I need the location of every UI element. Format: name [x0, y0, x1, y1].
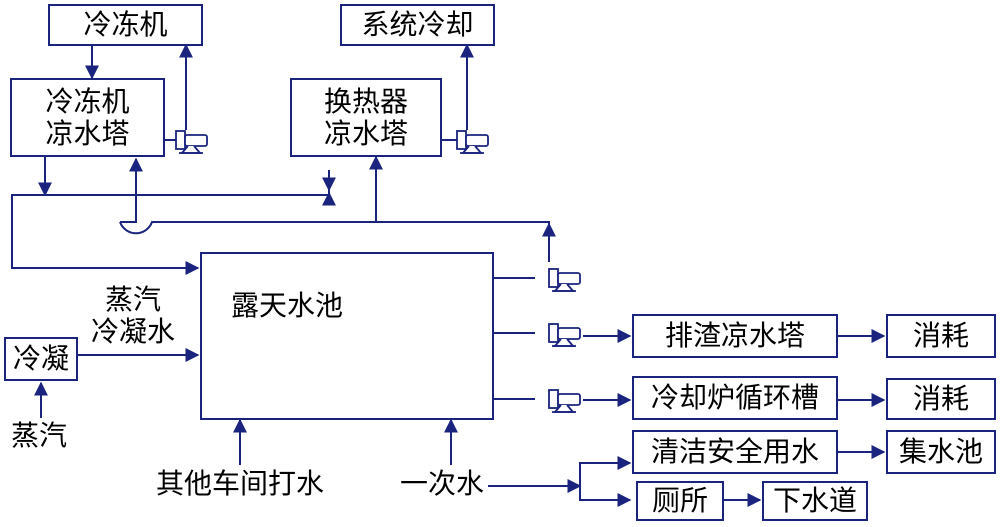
- box-clean-water: 清洁安全用水: [632, 430, 838, 474]
- box-condense: 冷凝: [4, 337, 78, 381]
- box-toilet: 厕所: [636, 481, 724, 521]
- box-sewer: 下水道: [762, 481, 868, 521]
- flow-return-to-pool: [11, 194, 329, 275]
- box-consume-2: 消耗: [886, 378, 996, 420]
- box-system-cooling: 系统冷却: [340, 4, 495, 46]
- box-hx-tower: 换热器 凉水塔: [290, 78, 442, 157]
- label-steam-condensate: 蒸汽 冷凝水: [90, 283, 175, 348]
- flow-supply-to-chiller-tower: [120, 157, 143, 223]
- box-consume-1: 消耗: [886, 314, 996, 358]
- label-primary-water: 一次水: [399, 467, 484, 500]
- box-chiller-tower: 冷冻机 凉水塔: [10, 78, 165, 157]
- box-chiller: 冷冻机: [48, 4, 203, 46]
- box-slag-tower: 排渣凉水塔: [632, 314, 838, 358]
- box-furnace-tank: 冷却炉循环槽: [632, 376, 838, 420]
- label-steam: 蒸汽: [10, 419, 67, 452]
- label-other-workshop: 其他车间打水: [155, 467, 324, 500]
- box-open-pool: 露天水池: [200, 252, 494, 420]
- pump-icon-slag: [548, 323, 581, 347]
- flow-supply-main: [119, 221, 550, 262]
- pump-icon-furnace: [548, 389, 581, 413]
- pump-icon-supply: [548, 268, 581, 292]
- box-sump: 集水池: [886, 430, 996, 474]
- pump-icon-chiller: [175, 130, 208, 154]
- pump-icon-hx: [456, 130, 489, 154]
